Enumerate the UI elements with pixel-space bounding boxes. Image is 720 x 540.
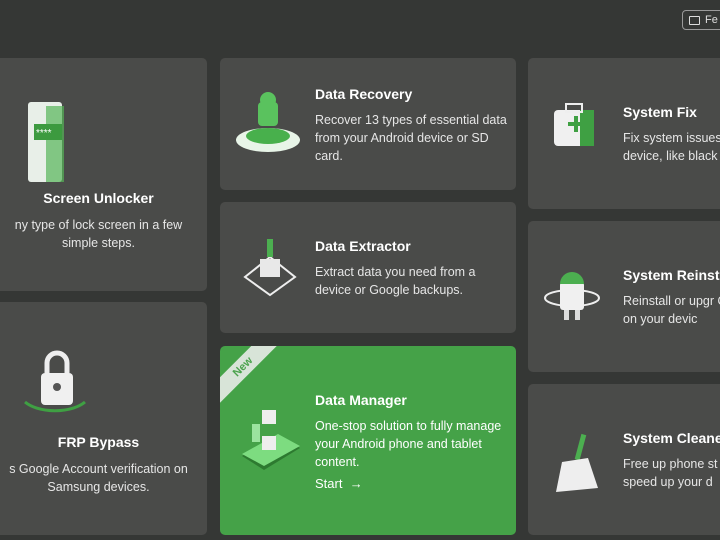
first-aid-kit-icon	[554, 103, 594, 146]
android-disc-icon	[236, 92, 300, 152]
card-title: Screen Unlocker	[43, 190, 154, 206]
card-desc: Fix system issues device, like black	[623, 131, 720, 163]
card-desc: Free up phone st speed up your d	[623, 457, 718, 489]
new-badge: New	[220, 346, 282, 406]
card-frp-bypass[interactable]: FRP Bypass s Google Account verification…	[0, 302, 207, 535]
card-desc: Extract data you need from a device or G…	[315, 265, 476, 297]
card-desc: Recover 13 types of essential data from …	[315, 113, 507, 163]
card-title: Data Extractor	[315, 238, 411, 254]
card-screen-unlocker[interactable]: **** Screen Unlocker ny type of lock scr…	[0, 58, 207, 291]
android-reinstall-icon	[544, 272, 600, 320]
card-desc: ny type of lock screen in a few simple s…	[14, 218, 183, 250]
card-data-recovery[interactable]: Data Recovery Recover 13 types of essent…	[220, 58, 516, 190]
feedback-button[interactable]: Fe	[682, 10, 720, 30]
card-data-manager[interactable]: New Data Manager One-stop solution to fu…	[220, 346, 516, 535]
card-desc: Reinstall or upgr OS on your devic	[623, 294, 720, 326]
card-desc: One-stop solution to fully manage your A…	[315, 419, 502, 469]
data-manager-icon	[242, 410, 300, 470]
card-system-fix[interactable]: System Fix Fix system issues device, lik…	[528, 58, 720, 209]
phone-lock-icon: ****	[28, 102, 64, 182]
start-link[interactable]: Start →	[315, 476, 363, 491]
broom-icon	[556, 433, 598, 492]
card-system-cleaner[interactable]: System Cleane Free up phone st speed up …	[528, 384, 720, 535]
card-desc: s Google Account verification on Samsung…	[9, 462, 188, 494]
extractor-icon	[243, 239, 297, 297]
card-data-extractor[interactable]: Data Extractor Extract data you need fro…	[220, 202, 516, 333]
card-title: System Cleane	[623, 430, 720, 446]
svg-text:****: ****	[36, 128, 52, 139]
arrow-right-icon: →	[349, 476, 363, 491]
padlock-icon	[24, 350, 86, 413]
mail-icon	[689, 16, 700, 25]
card-title: System Reinst	[623, 267, 720, 283]
card-title: Data Manager	[315, 392, 407, 408]
card-title: Data Recovery	[315, 86, 413, 102]
card-system-reinstall[interactable]: System Reinst Reinstall or upgr OS on yo…	[528, 221, 720, 372]
card-title: System Fix	[623, 104, 697, 120]
card-title: FRP Bypass	[57, 434, 140, 450]
